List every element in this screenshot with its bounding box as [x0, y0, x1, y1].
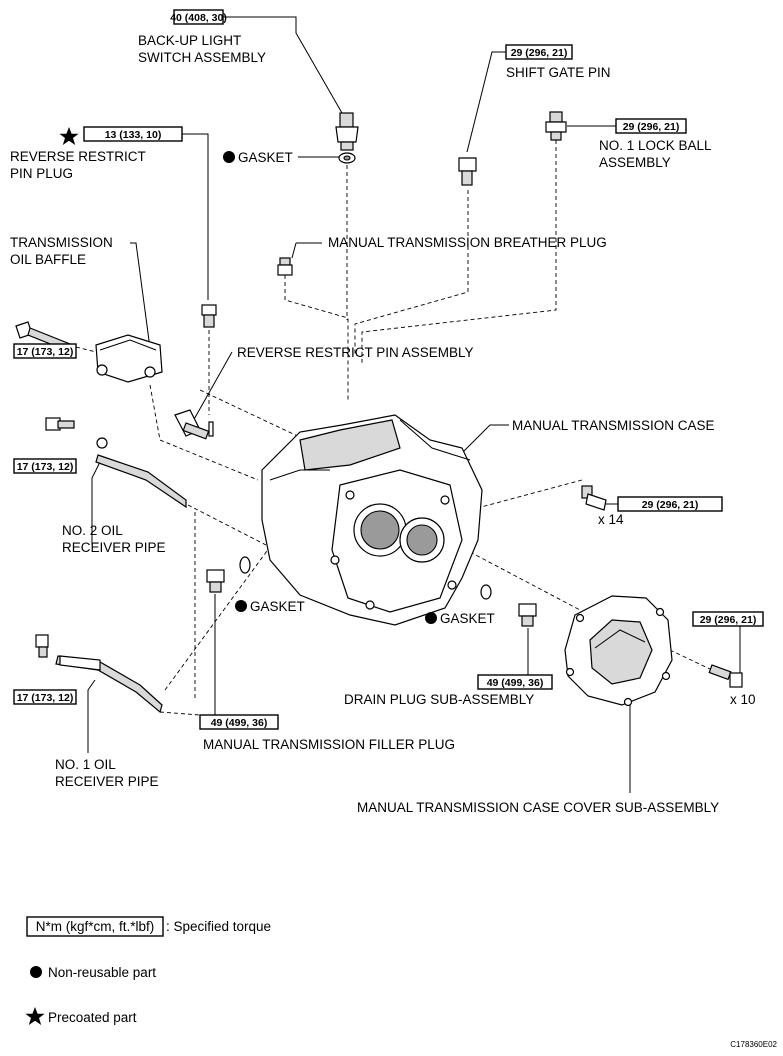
precoated-star-icon	[59, 127, 79, 145]
label-cover: MANUAL TRANSMISSION CASE COVER SUB-ASSEM…	[357, 800, 719, 815]
legend-torque-box	[26, 916, 164, 937]
label-reverse-plug-2: PIN PLUG	[10, 166, 73, 181]
transmission-case-drawing	[261, 414, 483, 626]
torque-box-shift-gate-pin: 29 (296, 21)	[505, 44, 573, 60]
label-no1-pipe-1: NO. 1 OIL	[55, 757, 116, 772]
label-x10: x 10	[730, 692, 756, 707]
torque-box-no1-pipe-bolt: 17 (173, 12)	[13, 689, 77, 705]
non-reusable-dot-icon	[425, 612, 437, 624]
torque-box-case-bolt: 29 (296, 21)	[617, 496, 723, 512]
case-cover-drawing	[564, 595, 673, 707]
torque-value: 29 (296, 21)	[642, 499, 699, 511]
label-lock-ball-1: NO. 1 LOCK BALL	[599, 138, 712, 153]
torque-box-lock-ball: 29 (296, 21)	[615, 118, 687, 134]
label-back-up-light-1: BACK-UP LIGHT	[138, 33, 241, 48]
torque-box-filler-plug: 49 (499, 36)	[199, 714, 279, 730]
torque-value: 17 (173, 12)	[17, 346, 74, 358]
drain-plug-drawing	[518, 603, 537, 627]
back-up-light-switch-drawing	[335, 112, 359, 151]
torque-value: 40 (408, 30)	[170, 12, 227, 24]
torque-value: 49 (499, 36)	[211, 717, 268, 729]
label-back-up-light-2: SWITCH ASSEMBLY	[138, 50, 266, 65]
label-x14: x 14	[598, 512, 624, 527]
label-no2-pipe-2: RECEIVER PIPE	[62, 540, 166, 555]
gasket-drain-drawing	[480, 584, 492, 600]
shift-gate-pin-drawing	[458, 157, 477, 186]
torque-box-cover-bolt: 29 (296, 21)	[692, 611, 764, 627]
label-shift-gate-pin: SHIFT GATE PIN	[506, 65, 611, 80]
oil-baffle-drawing	[95, 334, 163, 383]
label-no2-pipe-1: NO. 2 OIL	[62, 523, 123, 538]
filler-plug-drawing	[206, 569, 225, 593]
legend-dot-icon	[30, 966, 42, 978]
label-case: MANUAL TRANSMISSION CASE	[512, 418, 715, 433]
label-reverse-pin-assembly: REVERSE RESTRICT PIN ASSEMBLY	[237, 345, 474, 360]
legend-torque-box-text: N*m (kgf*cm, ft.*lbf)	[36, 919, 155, 934]
label-gasket-filler: GASKET	[250, 599, 305, 614]
label-baffle-1: TRANSMISSION	[10, 235, 113, 250]
label-no1-pipe-2: RECEIVER PIPE	[55, 774, 159, 789]
legend-star-icon	[25, 1007, 45, 1025]
torque-value: 17 (173, 12)	[17, 461, 74, 473]
non-reusable-dot-icon	[223, 151, 235, 163]
no2-pipe-bolt-drawing	[45, 417, 75, 431]
no1-pipe-bolt-drawing	[35, 634, 49, 658]
label-filler-plug: MANUAL TRANSMISSION FILLER PLUG	[203, 737, 455, 752]
torque-value: 29 (296, 21)	[511, 47, 568, 59]
no1-oil-receiver-pipe-drawing	[55, 655, 163, 714]
gasket-filler-drawing	[239, 556, 251, 574]
leader-lines	[75, 16, 741, 793]
legend-non-reusable: Non-reusable part	[48, 965, 156, 980]
label-gasket-top: GASKET	[238, 150, 293, 165]
legend-precoated: Precoated part	[48, 1010, 137, 1025]
reverse-restrict-plug-drawing	[201, 304, 217, 328]
reverse-pin-assembly-drawing	[174, 409, 214, 440]
legend: N*m (kgf*cm, ft.*lbf) : Specified torque…	[25, 916, 271, 1025]
label-lock-ball-2: ASSEMBLY	[599, 155, 671, 170]
label-reverse-plug-1: REVERSE RESTRICT	[10, 149, 146, 164]
torque-box-back-up-light: 40 (408, 30)	[170, 9, 227, 25]
torque-value: 29 (296, 21)	[623, 121, 680, 133]
torque-value: 17 (173, 12)	[17, 692, 74, 704]
label-breather: MANUAL TRANSMISSION BREATHER PLUG	[328, 235, 607, 250]
lock-ball-drawing	[545, 111, 567, 141]
non-reusable-dot-icon	[235, 600, 247, 612]
no2-oil-receiver-pipe-drawing	[95, 437, 187, 509]
label-drain-plug: DRAIN PLUG SUB-ASSEMBLY	[344, 692, 534, 707]
legend-torque-text: : Specified torque	[166, 919, 271, 934]
torque-box-baffle-bolt: 17 (173, 12)	[13, 343, 77, 359]
gasket-top-hole	[343, 155, 351, 161]
label-gasket-drain: GASKET	[440, 611, 495, 626]
cover-bolt-drawing	[708, 664, 743, 688]
torque-value: 13 (133, 10)	[105, 129, 162, 141]
label-baffle-2: OIL BAFFLE	[10, 252, 86, 267]
torque-box-drain-plug: 49 (499, 36)	[477, 674, 553, 690]
case-bolt-drawing	[581, 485, 607, 511]
torque-value: 49 (499, 36)	[487, 677, 544, 689]
breather-plug-drawing	[277, 257, 293, 276]
torque-box-no2-pipe-bolt: 17 (173, 12)	[13, 458, 77, 474]
figure-code: C178360E02	[730, 1040, 777, 1049]
torque-value: 29 (296, 21)	[700, 614, 757, 626]
torque-box-reverse-plug: 13 (133, 10)	[83, 126, 183, 142]
